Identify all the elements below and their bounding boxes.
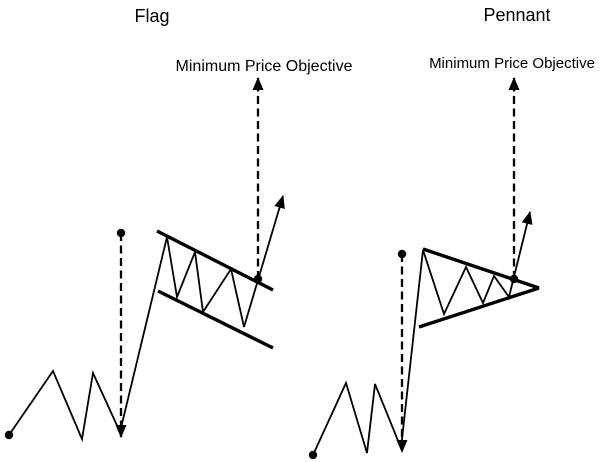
pennant-upper-line xyxy=(422,247,540,290)
flag-channel-top-line xyxy=(156,229,274,292)
flag-pole-line xyxy=(119,236,168,433)
pennant-pole-line xyxy=(400,249,424,449)
pennant-lower-line xyxy=(418,286,540,329)
pennant-panel xyxy=(308,77,540,460)
flag-measure-top-dot xyxy=(116,228,126,238)
flag-approach-zigzag xyxy=(8,369,121,443)
pennant-panel-title: Pennant xyxy=(483,5,551,25)
flag-oscillation-zigzag xyxy=(166,236,245,328)
flag-minimum-price-objective-label: Minimum Price Objective xyxy=(175,58,353,75)
flag-channel-bottom-line xyxy=(157,289,274,350)
flag-panel xyxy=(4,77,285,443)
pennant-minimum-price-objective-label: Minimum Price Objective xyxy=(429,55,595,72)
flag-panel-title: Flag xyxy=(134,6,170,26)
pennant-approach-start-dot xyxy=(308,450,318,460)
pennant-approach-zigzag xyxy=(312,380,402,456)
pennant-oscillation-zigzag xyxy=(422,249,510,317)
pennant-measure-top-dot xyxy=(397,249,407,259)
flag-approach-start-dot xyxy=(4,430,14,440)
flag-breakout-arrow xyxy=(243,195,285,328)
